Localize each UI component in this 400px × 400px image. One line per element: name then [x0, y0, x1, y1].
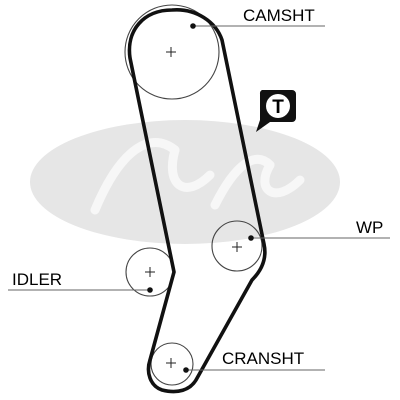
label-water-pump: WP: [356, 218, 383, 237]
timing-belt: [127, 8, 267, 394]
pulley-centre-marks: [145, 47, 242, 368]
leader-crankshaft: [183, 367, 325, 373]
tensioner-label: T: [272, 97, 284, 118]
watermark-logo: [30, 120, 340, 244]
leader-water-pump: [248, 235, 390, 241]
tensioner-icon: T: [256, 90, 296, 132]
label-camshaft: CAMSHT: [243, 6, 315, 25]
leader-camshaft: [190, 23, 325, 29]
crankshaft-pulley: [150, 342, 194, 386]
label-idler: IDLER: [12, 270, 62, 289]
camshaft-pulley: [124, 4, 220, 100]
leader-idler: [8, 287, 153, 293]
label-crankshaft: CRANSHT: [222, 349, 304, 368]
water-pump-pulley: [211, 220, 263, 272]
